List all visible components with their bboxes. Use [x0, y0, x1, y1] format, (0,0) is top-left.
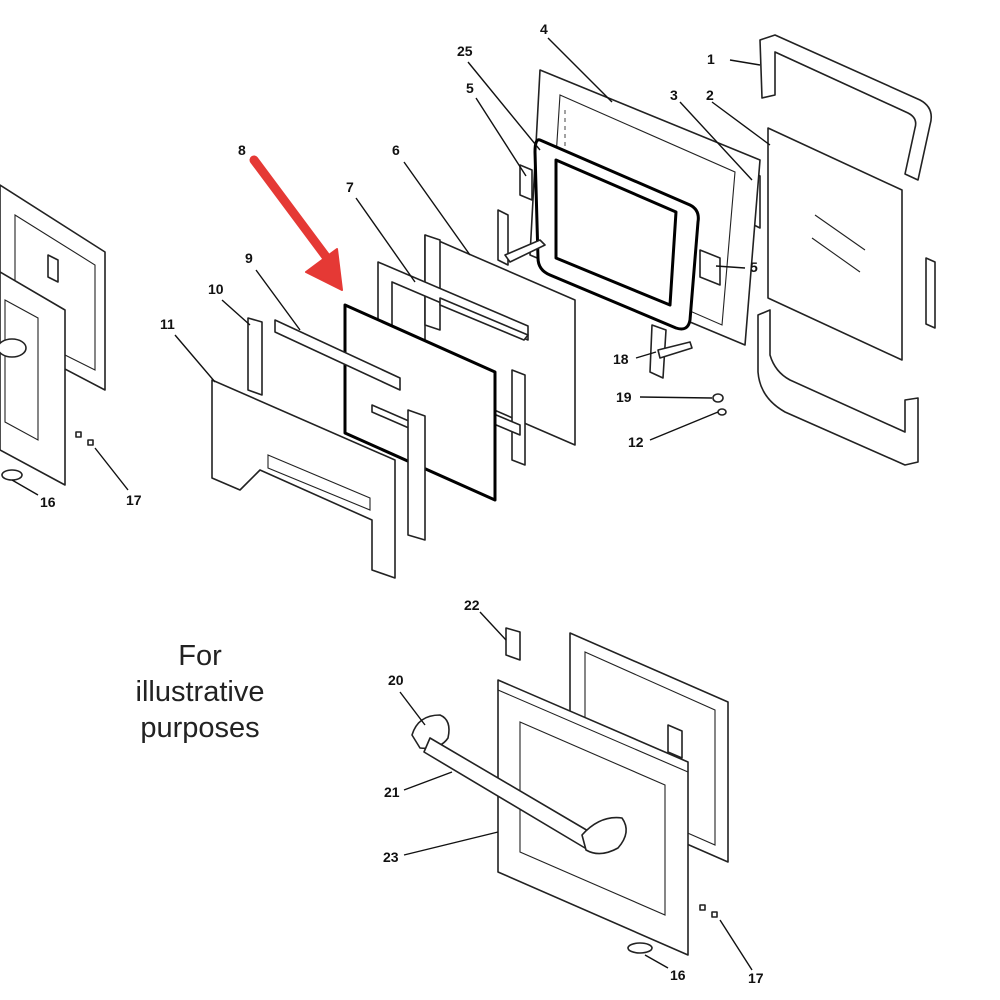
part-9-strip — [274, 319, 401, 391]
bottom-trim-right — [757, 257, 936, 466]
callout-22: 22 — [464, 597, 480, 613]
callout-3: 3 — [670, 87, 678, 103]
callout-labels: 1 2 3 4 25 5 5 6 7 8 9 10 11 18 19 12 16… — [40, 21, 764, 986]
highlight-arrow — [249, 155, 343, 291]
note-line-2: illustrative — [135, 676, 265, 708]
part-23-door-front — [497, 679, 689, 956]
callout-4: 4 — [540, 21, 548, 37]
part-21-handle-bar — [423, 737, 627, 855]
callout-19: 19 — [616, 389, 632, 405]
part-10-bracket — [247, 317, 426, 541]
note-line-1: For — [178, 640, 222, 672]
callout-6: 6 — [392, 142, 400, 158]
callout-21: 21 — [384, 784, 400, 800]
callout-5-right: 5 — [750, 259, 758, 275]
callout-23: 23 — [383, 849, 399, 865]
part-17-screws-bottom — [699, 904, 718, 918]
callout-12: 12 — [628, 434, 644, 450]
callout-5-top: 5 — [466, 80, 474, 96]
callout-7: 7 — [346, 179, 354, 195]
callout-25: 25 — [457, 43, 473, 59]
callout-18: 18 — [613, 351, 629, 367]
callout-8: 8 — [238, 142, 246, 158]
part-5-hinge-left — [497, 164, 546, 266]
callout-10: 10 — [208, 281, 224, 297]
callout-1: 1 — [707, 51, 715, 67]
note-line-3: purposes — [140, 712, 260, 744]
callout-9: 9 — [245, 250, 253, 266]
illustrative-note: For illustrative purposes — [100, 638, 300, 746]
callout-17-bottom: 17 — [748, 970, 764, 986]
callout-16-bottom: 16 — [670, 967, 686, 983]
callout-16-left: 16 — [40, 494, 56, 510]
leader-lines — [11, 37, 771, 971]
part-1-top-trim — [759, 34, 933, 181]
part-25-door-gasket — [533, 138, 700, 331]
callout-11: 11 — [160, 316, 175, 332]
callout-20: 20 — [388, 672, 404, 688]
part-12-screw — [717, 408, 727, 416]
callout-17-left: 17 — [126, 492, 142, 508]
left-door-assembly — [0, 184, 106, 486]
part-2-outer-glass — [767, 127, 903, 361]
part-5-hinge-right — [699, 249, 721, 286]
callout-2: 2 — [706, 87, 714, 103]
part-18-lower-hinge — [649, 324, 693, 379]
part-11-lower-panel — [211, 379, 396, 579]
part-19-screw — [712, 393, 724, 403]
part-22-hinge-bracket — [505, 627, 521, 661]
